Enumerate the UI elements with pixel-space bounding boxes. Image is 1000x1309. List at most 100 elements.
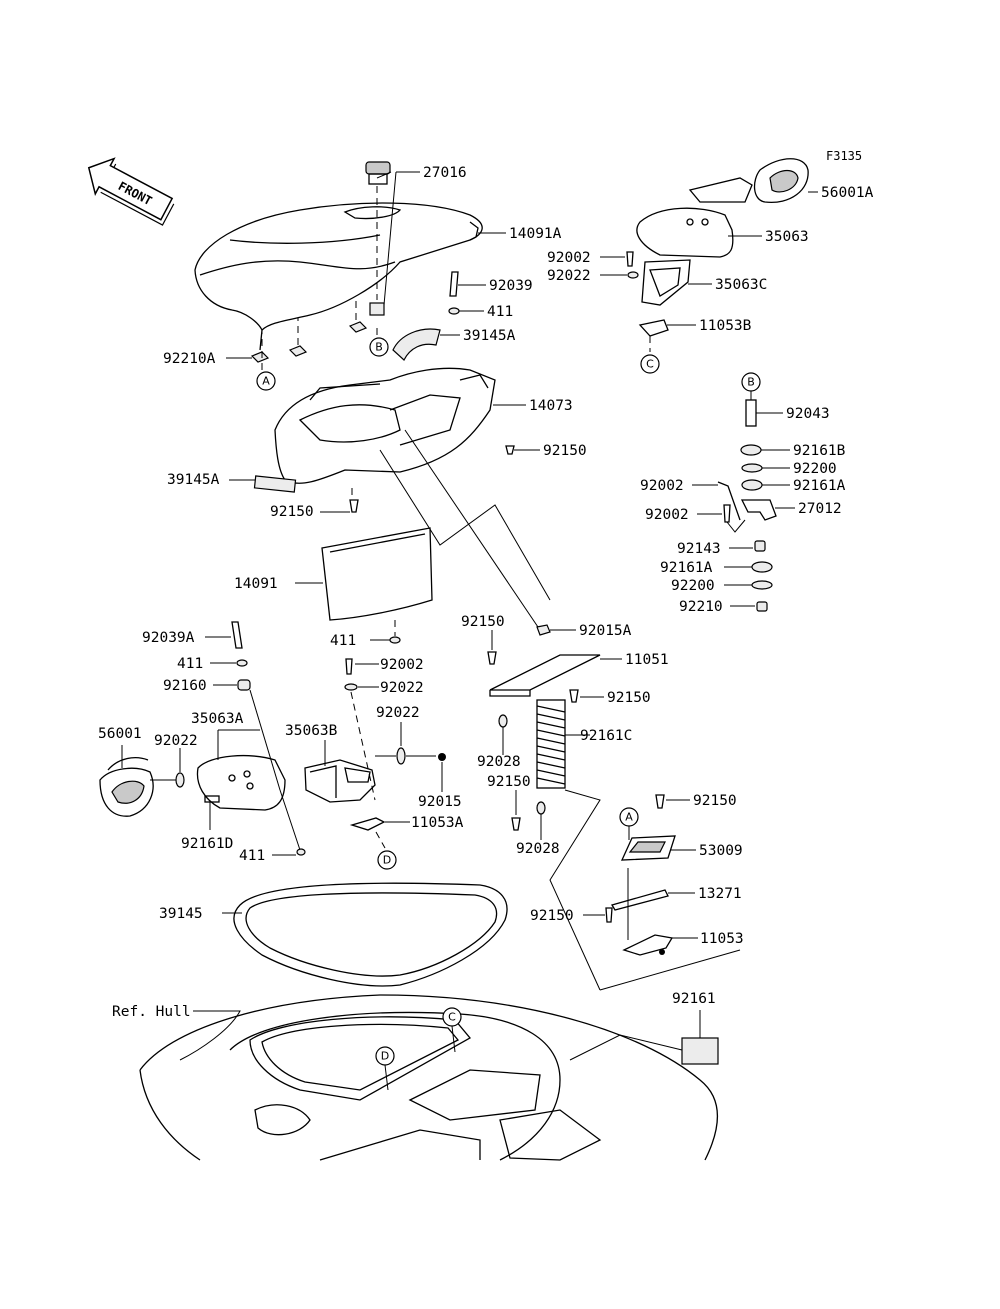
label-92028-a: 92028 (477, 754, 521, 770)
bolt-92043 (745, 399, 757, 427)
label-92161C: 92161C (580, 728, 632, 744)
label-14073: 14073 (529, 398, 573, 414)
label-14091: 14091 (234, 576, 278, 592)
mirror-base-35063C (641, 259, 691, 306)
label-92002-mid: 92002 (380, 657, 424, 673)
label-92150-b: 92150 (270, 504, 314, 520)
label-411-l2: 411 (239, 848, 265, 864)
mirror-bracket-35063A (196, 754, 286, 811)
label-92043: 92043 (786, 406, 830, 422)
svg-text:C: C (448, 1011, 456, 1024)
mirror-56001A (688, 158, 809, 204)
label-92022-left: 92022 (154, 733, 198, 749)
label-11051: 11051 (625, 652, 669, 668)
svg-text:B: B (747, 376, 755, 389)
label-92015A: 92015A (579, 623, 632, 639)
label-411-mid: 411 (330, 633, 356, 649)
label-35063A: 35063A (191, 711, 244, 727)
label-39145: 39145 (159, 906, 203, 922)
seal-39145A-top (392, 328, 441, 361)
bolt-92039A (231, 621, 243, 649)
label-11053B: 11053B (699, 318, 752, 334)
front-arrow-icon: FRONT (87, 157, 175, 226)
label-27016: 27016 (423, 165, 467, 181)
ref-circle-b-top: B (369, 337, 389, 357)
label-11053: 11053 (700, 931, 744, 947)
label-35063B: 35063B (285, 723, 338, 739)
mirror-56001 (99, 757, 154, 817)
label-92161A-b: 92161A (660, 560, 713, 576)
label-92150-c: 92150 (461, 614, 505, 630)
latch-53009 (620, 835, 676, 861)
ref-hull-label: Ref. Hull (112, 1004, 191, 1020)
label-92022-mid: 92022 (380, 680, 424, 696)
label-14091A: 14091A (509, 226, 562, 242)
seat-cap-27016 (365, 161, 391, 185)
label-92210: 92210 (679, 599, 723, 615)
label-92150-e: 92150 (487, 774, 531, 790)
spring-92161C (536, 699, 566, 789)
hinge-plate-11051 (489, 654, 601, 697)
ref-circle-d-hull: D (375, 1046, 395, 1066)
svg-text:D: D (383, 854, 391, 867)
tray-14073 (274, 367, 496, 484)
plate-11053 (622, 934, 674, 956)
seat-nut (369, 302, 385, 316)
ref-circle-c-top: C (640, 354, 660, 374)
label-92200-b: 92200 (671, 578, 715, 594)
label-92150-g: 92150 (530, 908, 574, 924)
ref-circle-c-hull: C (442, 1007, 462, 1027)
hull-ref (139, 994, 719, 1161)
svg-text:C: C (646, 358, 654, 371)
figure-code: F3135 (826, 149, 862, 163)
svg-text:A: A (625, 811, 633, 824)
seat-cover-14091A (194, 202, 483, 351)
mirror-bracket-35063 (636, 207, 734, 258)
plate-13271 (611, 889, 669, 911)
label-11053A: 11053A (411, 815, 464, 831)
label-92161D: 92161D (181, 836, 233, 852)
bolt-92039 (449, 271, 459, 297)
label-53009: 53009 (699, 843, 743, 859)
label-13271: 13271 (698, 886, 742, 902)
ref-circle-d-mid: D (377, 850, 397, 870)
bracket-27012 (740, 499, 777, 521)
label-92039A: 92039A (142, 630, 195, 646)
svg-text:B: B (375, 341, 383, 354)
label-39145A-low: 39145A (167, 472, 220, 488)
label-92022-top: 92022 (547, 268, 591, 284)
label-92015: 92015 (418, 794, 462, 810)
label-92150-a: 92150 (543, 443, 587, 459)
label-92161A-a: 92161A (793, 478, 846, 494)
label-411-l1: 411 (177, 656, 203, 672)
label-92002-r1: 92002 (640, 478, 684, 494)
label-92150-d: 92150 (607, 690, 651, 706)
ref-circle-b-right: B (741, 372, 761, 392)
label-92161: 92161 (672, 991, 716, 1007)
seal-39145A-low (253, 475, 297, 493)
plate-11053A (349, 817, 386, 831)
label-92200-a: 92200 (793, 461, 837, 477)
label-411-top: 411 (487, 304, 513, 320)
label-92028-b: 92028 (516, 841, 560, 857)
label-92210A: 92210A (163, 351, 216, 367)
label-35063C: 35063C (715, 277, 767, 293)
svg-text:A: A (262, 375, 270, 388)
label-92002-top: 92002 (547, 250, 591, 266)
label-27012: 27012 (798, 501, 842, 517)
ref-circle-a-right: A (619, 807, 639, 827)
label-35063: 35063 (765, 229, 809, 245)
label-56001: 56001 (98, 726, 142, 742)
clip-92210A (250, 351, 270, 363)
label-92150-f: 92150 (693, 793, 737, 809)
label-92161B: 92161B (793, 443, 846, 459)
label-39145A-top: 39145A (463, 328, 516, 344)
ref-circle-a-top: A (256, 371, 276, 391)
mirror-base-35063B (304, 759, 376, 803)
label-92143: 92143 (677, 541, 721, 557)
washer-411-top (448, 307, 460, 315)
cover-14091 (321, 527, 433, 621)
seal-39145 (233, 882, 508, 987)
label-56001A: 56001A (821, 185, 874, 201)
